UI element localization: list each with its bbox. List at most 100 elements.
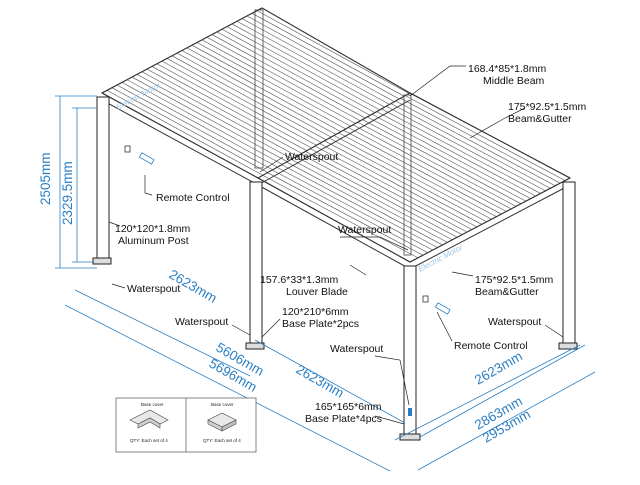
- waterspout-label: Waterspout: [285, 151, 338, 163]
- louver-blade: [329, 137, 490, 224]
- louver-blade: [251, 13, 409, 99]
- waterspout-label: Waterspout: [488, 316, 541, 328]
- beam-gutter-right-size: 175*92.5*1.5mm: [475, 274, 553, 286]
- louver-blade: [136, 74, 294, 160]
- middle-beam-size: 168.4*85*1.8mm: [468, 63, 546, 75]
- louver-blade: [343, 129, 504, 216]
- louver-blade: [405, 95, 566, 181]
- waterspout-label: Waterspout: [338, 224, 391, 236]
- louver-blade: [256, 10, 410, 96]
- base-cover-legend: Base cover QTY: Each set of 4 Base cover…: [115, 397, 257, 453]
- louver-blade: [338, 132, 499, 219]
- base-plate-2-name: Base Plate*2pcs: [282, 318, 359, 330]
- louver-blade: [106, 90, 264, 176]
- beam-gutter-top-size: 175*92.5*1.5mm: [508, 101, 586, 113]
- louver-blade: [171, 55, 329, 142]
- post-right: [562, 181, 576, 348]
- louver-blade: [276, 167, 438, 253]
- louver-blade: [181, 50, 339, 136]
- remote-control-icon: [124, 145, 451, 315]
- louver-blade: [300, 153, 461, 240]
- louver-blade: [286, 161, 447, 248]
- waterspout-label: Waterspout: [175, 316, 228, 328]
- louver-blade: [319, 143, 480, 229]
- louver-blade: [201, 39, 359, 126]
- louver-blade: [333, 135, 495, 221]
- louver-blade: [246, 15, 404, 102]
- louver-blade: [386, 106, 547, 192]
- louver-blade-name: Louver Blade: [286, 286, 348, 298]
- louver-blade: [400, 98, 561, 184]
- post-left: [96, 96, 110, 263]
- louver-blade: [196, 42, 354, 128]
- louver-blade: [216, 31, 374, 118]
- louver-blade: [362, 119, 523, 205]
- louver-blade: [381, 108, 542, 195]
- aluminum-posts: [92, 96, 578, 441]
- beams: [101, 7, 571, 270]
- louver-blade: [281, 164, 442, 250]
- part-labels: 168.4*85*1.8mm Middle Beam 175*92.5*1.5m…: [115, 63, 586, 425]
- height-inner: 2329.5mm: [60, 161, 75, 225]
- mid-bay-dim: 2623mm: [294, 362, 347, 401]
- waterspout-marker: [408, 408, 412, 416]
- louver-blade: [262, 175, 423, 261]
- louver-blade: [241, 18, 399, 104]
- louver-blade: [166, 58, 324, 144]
- louver-blade: [231, 23, 389, 110]
- louver-blade: [371, 113, 533, 200]
- base-cover-2-qty: QTY: Each set of 4: [203, 438, 241, 443]
- louver-blade: [348, 127, 509, 213]
- louver-blade: [267, 172, 428, 258]
- louver-blade: [395, 100, 556, 187]
- remote-control-label: Remote Control: [156, 192, 230, 204]
- remote-control-label: Remote Control: [454, 340, 528, 352]
- dimension-lines: [55, 95, 596, 472]
- louver-blade: [390, 103, 552, 189]
- base-plate-4-name: Base Plate*4pcs: [305, 413, 382, 425]
- middle-beam: [257, 92, 411, 179]
- louver-blade: [116, 84, 274, 171]
- louver-blade: [151, 66, 309, 152]
- base-cover-1-qty: QTY: Each set of 4: [130, 438, 168, 443]
- louver-blade: [126, 79, 284, 165]
- louver-blade: [191, 44, 349, 131]
- louver-blade: [295, 156, 457, 243]
- louver-blade-size: 157.6*33*1.3mm: [260, 274, 338, 286]
- louver-blade: [305, 151, 466, 237]
- louver-blade: [141, 71, 299, 158]
- louver-blade: [206, 36, 364, 123]
- right-bay-dim: 2623mm: [472, 348, 525, 387]
- louver-blade: [161, 60, 319, 147]
- louver-blade: [376, 111, 537, 197]
- louver-blade: [324, 140, 485, 227]
- base-plate-4-size: 165*165*6mm: [315, 401, 382, 413]
- louver-blade: [367, 116, 528, 203]
- aluminum-post-name: Aluminum Post: [118, 235, 189, 247]
- louver-blade: [121, 82, 279, 168]
- height-outer: 2505mm: [38, 152, 53, 205]
- louver-blade: [221, 28, 379, 115]
- louver-blade: [156, 63, 314, 150]
- louver-blade: [146, 68, 304, 155]
- aluminum-post-size: 120*120*1.8mm: [115, 223, 191, 235]
- louver-blade: [272, 169, 433, 256]
- louver-blade: [291, 159, 452, 245]
- louver-blade: [310, 148, 471, 235]
- beam-gutter-right-name: Beam&Gutter: [475, 286, 539, 298]
- back-posts: [254, 9, 412, 256]
- louver-blade: [357, 121, 518, 208]
- beam-gutter-top-name: Beam&Gutter: [508, 113, 572, 125]
- louver-blade: [131, 76, 289, 163]
- louver-blade: [111, 87, 269, 173]
- louver-blade: [226, 26, 384, 112]
- base-cover-2-title: Base cover: [211, 402, 234, 407]
- base-plate-2-size: 120*210*6mm: [282, 306, 349, 318]
- waterspout-label: Waterspout: [127, 283, 180, 295]
- louver-blade: [314, 145, 476, 232]
- louver-blade: [352, 124, 514, 211]
- louver-blade: [211, 34, 369, 120]
- post-mid: [249, 181, 263, 348]
